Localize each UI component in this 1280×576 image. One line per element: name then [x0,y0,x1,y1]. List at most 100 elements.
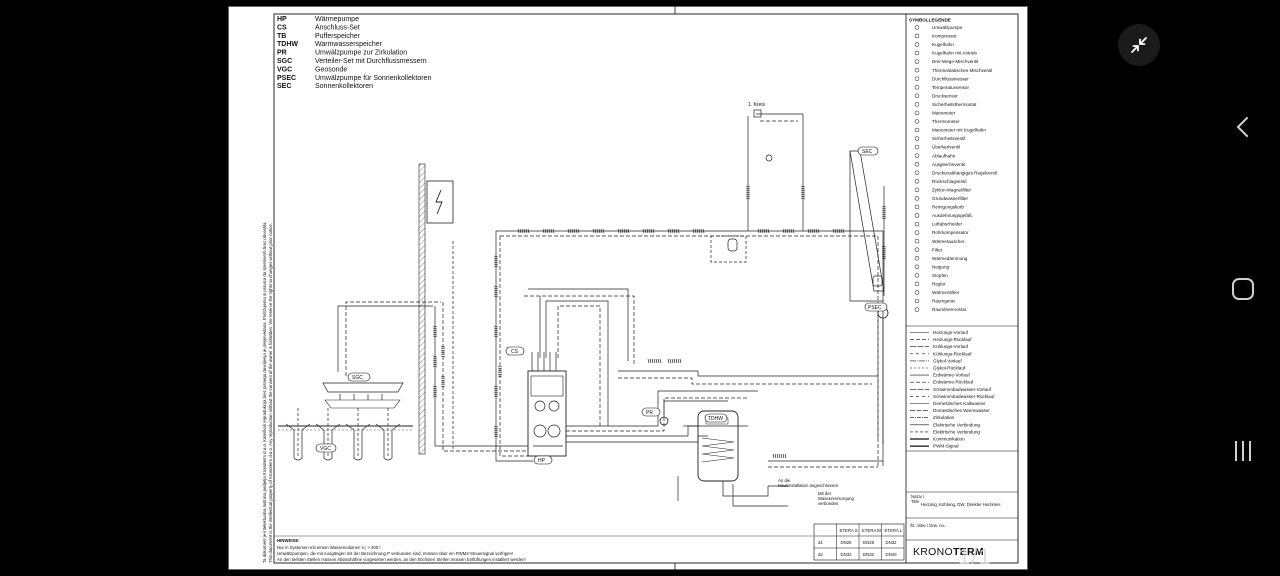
size-table-cell: DN32 [886,540,898,545]
size-table-cell: DN25 [841,540,853,545]
legend-line: Heizungs-Rücklauf [910,337,972,342]
side-copyright-line-2: This document is the intellectual proper… [268,223,273,563]
legend-symbol: Raumthermostat [914,307,967,312]
abbr-code: VGC [277,66,292,73]
legend-symbol: Wärmezähler [914,290,960,295]
abbr-desc: Verteiler-Set mit Durchflussmessern [315,58,427,65]
note-3: An den tiefsten Stellen müssen Ablasshäh… [277,557,526,562]
legend-symbol-label: Manometer [932,111,956,116]
drawing-page[interactable]: Ta dokument je intelektualna lastnina po… [228,6,1028,570]
size-table-header: ETERA L [885,528,903,533]
label-house-1: An die [778,478,791,483]
legend-line-label: Kühlungs-Rücklauf [933,351,972,356]
exit-fullscreen-button[interactable] [1118,24,1160,66]
legend-line: Schwimmbadwasser-Vorlauf [910,387,992,392]
chevron-left-icon [1236,117,1248,137]
abbr-desc: Anschluss-Set [315,24,360,31]
company-name-light: KRONO [913,546,953,558]
abbr-code: PSEC [277,75,296,82]
legend-symbol-label: Ausdehnungsgefäß [932,213,972,218]
legend-title: SYMBOLLEGENDE [909,18,951,23]
legend-symbol-label: Wärmedämmung [932,256,968,261]
legend-line: Zirkulation [910,415,955,420]
abbr-code: HP [277,16,287,23]
square-home-icon [1232,278,1254,300]
legend-symbol-label: Druckunabhängiges Regelventil [932,170,997,175]
exit-fullscreen-icon [1131,37,1147,53]
legend-line-label: Heizungs-Vorlauf [933,330,969,335]
legend-symbol: Drucksensor [914,93,958,98]
page-counter: 1/1 [958,544,992,569]
legend-symbol: Stopfen [914,273,948,278]
legend-line: Erdwärme-Vorlauf [910,373,970,378]
legend-symbol-label: Ausgleichsventil [932,162,965,167]
label-sec: SEC [862,149,873,155]
legend-symbol: Manometer mit Kugelhahn [914,128,986,133]
legend-symbol: Sicherheitsventil [914,136,965,141]
title-label: Naziv / [911,494,925,499]
label-house-2: Hausinstallation angeschlossen [778,483,839,488]
dhw-tank [697,410,739,482]
back-button[interactable] [1222,106,1264,148]
line-legend: Heizungs-VorlaufHeizungs-RücklaufKühlung… [910,330,995,449]
legend-symbol-label: Wärmezähler [932,290,960,295]
home-button[interactable] [1222,268,1264,310]
legend-line: Glykol-Rücklauf [910,366,966,371]
solar-collector [849,150,885,292]
legend-symbol-label: Temperatursensor [932,85,969,90]
legend-line: Elektrische Verbindung [910,429,980,434]
legend-line-label: Kommunikation [933,437,965,442]
notes-title: HINWEISE: [277,538,300,543]
legend-line: Schwimmbadwasser-Rücklauf [910,394,995,399]
label-water-3: verbunden [818,501,839,506]
legend-symbol: Ausgleichsventil [914,162,965,167]
sgc-manifold [322,382,404,393]
legend-symbol-label: Stopfen [932,273,948,278]
legend-line: Kühlungs-Rücklauf [910,351,972,356]
legend-symbol: Drei-Wege-Mischventil [914,59,978,64]
abbr-code: CS [277,24,287,31]
legend-symbol: Grundwasserfilter [914,196,968,201]
abbr-code: TDHW [277,41,298,48]
legend-line: Elektrische Verbindung [910,422,980,427]
legend-line-label: Zirkulation [933,415,955,420]
legend-line-label: Kühlungs-Vorlauf [933,344,969,349]
size-table-cell: d1 [818,540,823,545]
svg-text:KRONOTERM: KRONOTERM [913,546,984,558]
legend-symbol: Thermometer [914,119,960,124]
abbr-code: SGC [277,58,292,65]
legend-symbol-label: Rückschlagventil [932,179,966,184]
legend-symbol-label: Drei-Wege-Mischventil [932,59,978,64]
label-water-2: Wasserversorgung [818,496,855,501]
legend-symbol: Luftabscheider [914,222,963,227]
label-hp: HP [538,458,546,464]
legend-line: Kommunikation [910,437,965,442]
symbol-legend: UmwälzpumpeKompressorKugelhahnKugelhahn … [914,25,997,312]
legend-symbol: Reinigungskorb [914,205,964,210]
legend-symbol-label: Luftabscheider [932,222,963,227]
legend-symbol: Umwälzpumpe [914,25,963,30]
size-table-cell: d2 [818,552,823,557]
legend-symbol-label: Rohrkompensator [932,230,969,235]
legend-symbol-label: Umwälzpumpe [932,25,963,30]
legend-symbol: Ausdehnungsgefäß [914,213,972,218]
legend-symbol-label: Wärmetauscher [932,239,965,244]
size-table-cell: DN32 [841,552,853,557]
label-water-1: Mit der [818,491,832,496]
legend-line: Heizungs-Vorlauf [910,330,969,335]
recents-bars-icon [1235,441,1251,461]
legend-line-label: Glykol-Vorlauf [933,358,962,363]
legend-line-label: Elektrische Verbindung [933,422,980,427]
legend-symbol: Druckunabhängiges Regelventil [914,170,997,175]
legend-line-label: Glykol-Rücklauf [933,366,966,371]
recents-button[interactable] [1222,430,1264,472]
note-2: Umwälzpumpen, die mit Ausgängen mit der … [277,551,513,556]
legend-symbol-label: Raumgerät [932,299,955,304]
legend-symbol-label: Raumthermostat [932,307,967,312]
legend-symbol-label: Überlaufventil [932,144,960,150]
legend-symbol-label: Manometer mit Kugelhahn [932,128,986,133]
legend-symbol-label: Thermostatisches Mischventil [932,68,992,73]
